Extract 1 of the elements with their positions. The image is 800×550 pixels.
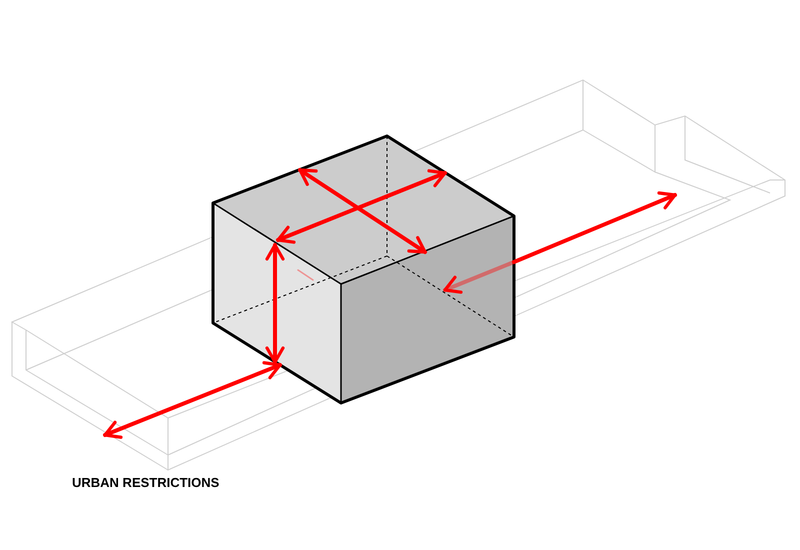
caption-text: URBAN RESTRICTIONS	[72, 475, 220, 490]
